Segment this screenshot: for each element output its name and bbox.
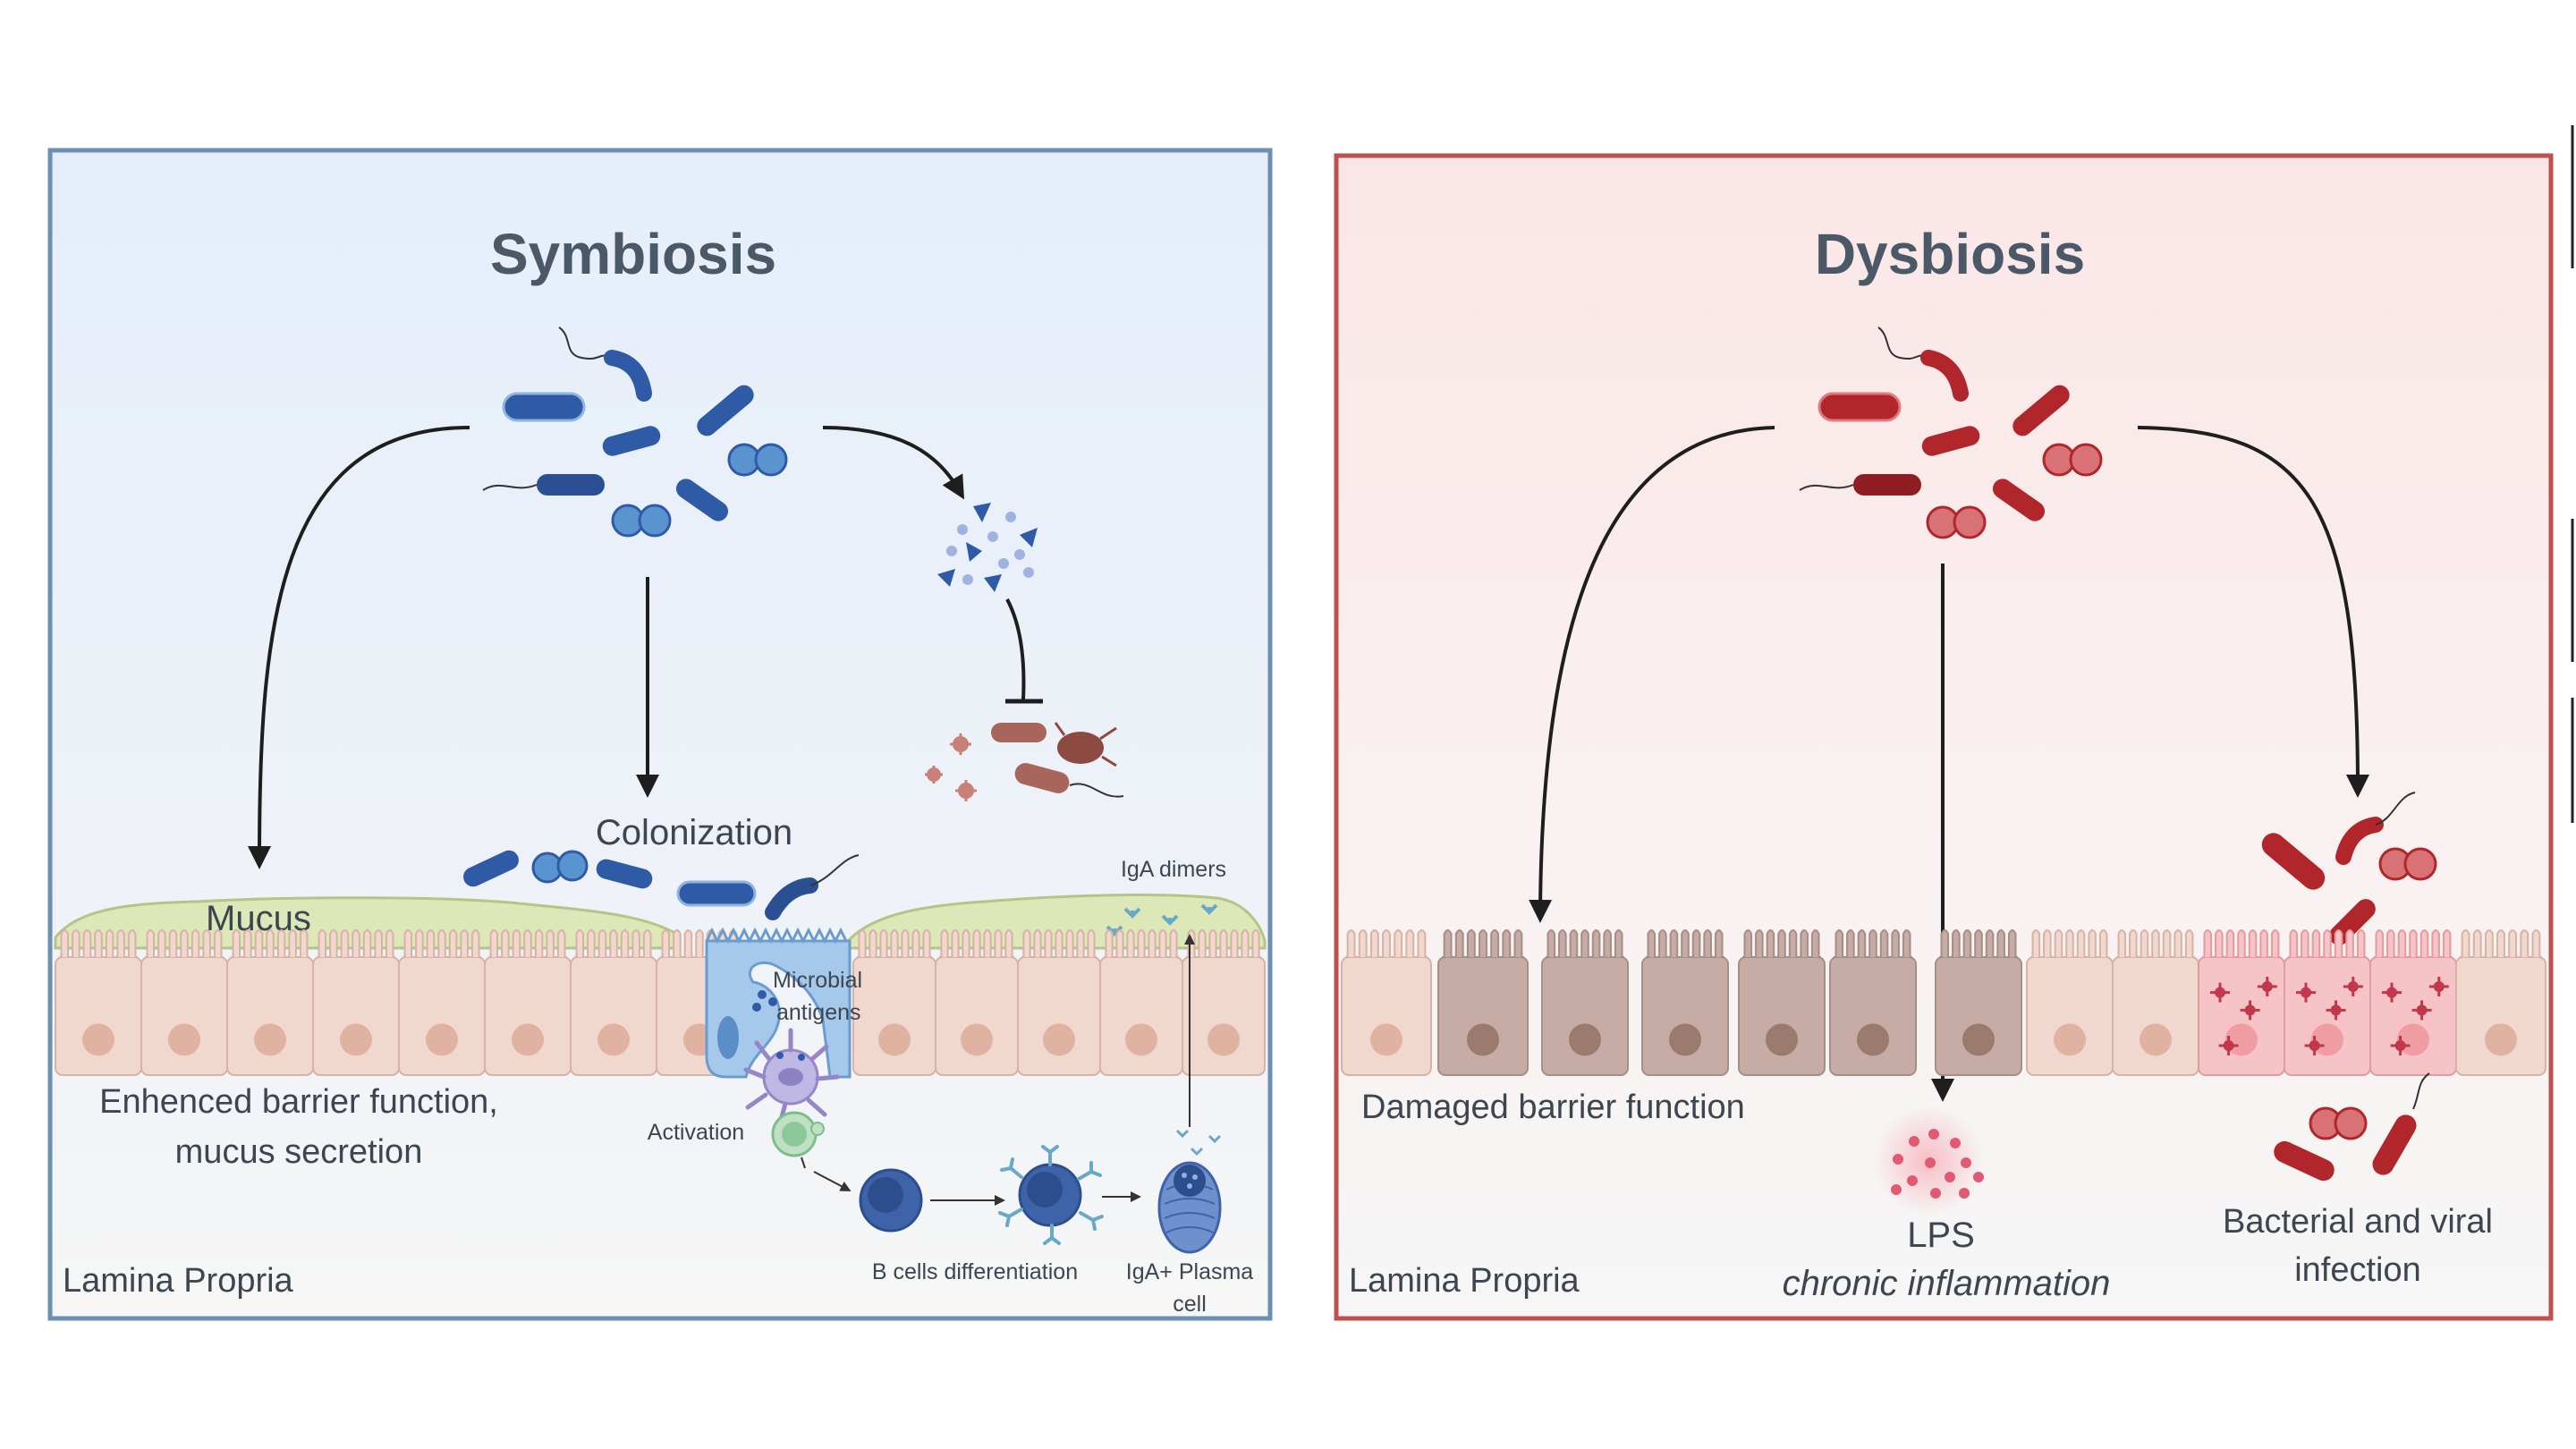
antimicrobial-molecules — [937, 503, 1038, 592]
rod-pathobiont — [1818, 392, 1902, 422]
symbiosis-epithelium — [55, 929, 1266, 1076]
lamina-propria-label-left: Lamina Propria — [63, 1262, 294, 1300]
plasma-cell-label-1: IgA+ Plasma — [1126, 1259, 1254, 1284]
epithelial-cell — [1829, 929, 1917, 1076]
b-cells-differentiation-label: B cells differentiation — [872, 1259, 1078, 1284]
invading-bacteria — [2261, 792, 2437, 945]
epithelial-cell — [484, 929, 572, 1076]
epithelial-cell — [140, 929, 228, 1076]
lps-label: LPS — [1907, 1216, 1975, 1255]
activated-b-cell — [998, 1145, 1104, 1245]
epithelial-cell — [1437, 929, 1529, 1076]
symbiosis-panel-background — [47, 148, 1273, 1321]
barrier-function-label-1: Enhenced barrier function, — [99, 1083, 498, 1121]
chronic-inflammation-label: chronic inflammation — [1783, 1264, 2111, 1303]
epithelial-cell — [1541, 929, 1629, 1076]
symbiosis-title: Symbiosis — [490, 222, 776, 286]
infection-label-1: Bacterial and viral — [2223, 1203, 2493, 1241]
iga-dimers — [1106, 903, 1218, 936]
dysbiosis-panel: Dysbiosis — [1334, 153, 2554, 1321]
epithelial-cell — [226, 929, 314, 1076]
epithelial-cell — [2284, 929, 2371, 1076]
lamina-propria-label-right: Lamina Propria — [1349, 1262, 1580, 1300]
epithelial-cell — [2455, 929, 2546, 1076]
pathobiont-cluster — [1799, 326, 2103, 539]
translocated-bacteria — [2274, 1072, 2430, 1182]
t-cell — [771, 1111, 825, 1157]
colonization-label: Colonization — [596, 813, 792, 852]
b-cell — [859, 1168, 923, 1233]
epithelial-cell — [1017, 929, 1101, 1076]
epithelial-cell — [2112, 929, 2199, 1076]
epithelial-cell — [2026, 929, 2114, 1076]
microbial-antigens-label-2: antigens — [776, 1000, 861, 1025]
arrow-to-infection — [2137, 426, 2369, 798]
epithelial-cell — [935, 929, 1019, 1076]
epithelial-cell — [1341, 929, 1432, 1076]
dendritic-cell — [743, 1028, 840, 1126]
colonizing-bacteria — [463, 850, 860, 920]
epithelial-cell — [570, 929, 657, 1076]
epithelial-cell — [1935, 929, 2022, 1076]
pathogens — [925, 722, 1124, 801]
dysbiosis-epithelium — [1341, 929, 2546, 1076]
arrow-to-antimicrobials — [822, 426, 965, 500]
epithelial-cell — [398, 929, 486, 1076]
epithelial-cell — [2198, 929, 2285, 1076]
symbiosis-panel: Symbiosis — [47, 148, 1273, 1321]
lps-cluster — [1873, 1106, 1984, 1216]
inhibition-line — [1005, 598, 1026, 700]
plasma-cell-label-2: cell — [1173, 1292, 1207, 1317]
epithelial-cell — [852, 929, 936, 1076]
damaged-barrier-label: Damaged barrier function — [1361, 1089, 1745, 1126]
arrow-to-damaged-barrier — [1529, 426, 1775, 923]
epithelial-cell — [1641, 929, 1729, 1076]
iga-dimers-label: IgA dimers — [1121, 857, 1226, 882]
rod-bacterium — [502, 392, 586, 422]
commensal-bacteria-cluster — [482, 326, 788, 538]
epithelial-cell — [1738, 929, 1826, 1076]
epithelial-cell — [1099, 929, 1183, 1076]
dysbiosis-title: Dysbiosis — [1815, 222, 2085, 286]
barrier-function-label-2: mucus secretion — [175, 1133, 423, 1171]
microbial-antigens-label-1: Microbial — [773, 968, 862, 993]
epithelial-cell — [312, 929, 400, 1076]
iga-plasma-cell — [1157, 1129, 1222, 1254]
activation-label: Activation — [648, 1120, 744, 1145]
diplococcus-bacterium — [727, 443, 788, 477]
epithelial-cell — [2369, 929, 2457, 1076]
m-cell — [705, 927, 852, 1079]
epithelial-cell — [1182, 929, 1266, 1076]
arrow-to-mucus — [248, 426, 470, 869]
epithelial-cell — [55, 929, 142, 1076]
infection-label-2: infection — [2294, 1251, 2421, 1289]
